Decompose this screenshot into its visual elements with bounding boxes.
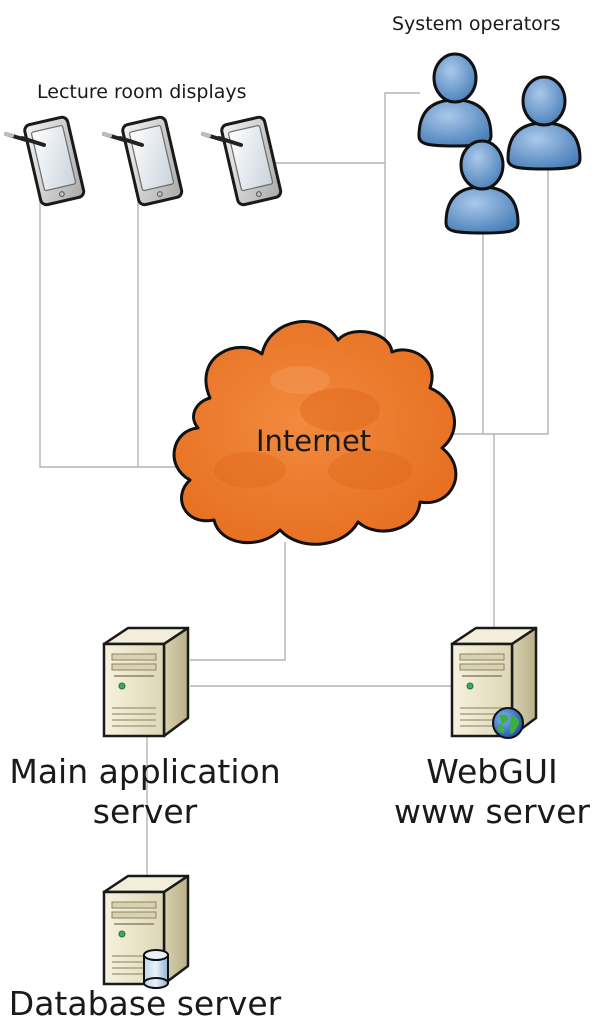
- connector-operators-top: [384, 92, 420, 163]
- tablet-icon: [102, 114, 185, 208]
- connector-tablet-1: [39, 190, 196, 468]
- tablet-icon: [4, 114, 87, 208]
- server-icon: [102, 626, 190, 738]
- user-icon: [417, 52, 493, 148]
- connection-lines: [39, 92, 549, 878]
- main-server-label-line2: server: [92, 792, 198, 831]
- tablet-icon: [201, 114, 284, 208]
- connector-tablet-3-to-operators: [270, 162, 386, 350]
- main-application-server-label: Main application server: [0, 752, 290, 832]
- webgui-server-label: WebGUI www server: [392, 752, 592, 832]
- connector-internet-main: [190, 542, 286, 661]
- main-server-label-line1: Main application: [9, 752, 281, 791]
- system-operators-label: System operators: [392, 13, 561, 35]
- connector-operator-2: [452, 152, 549, 435]
- cloud-icon: [172, 320, 458, 546]
- user-icon: [506, 75, 582, 171]
- globe-icon: [492, 707, 524, 739]
- database-icon: [143, 949, 169, 989]
- webgui-label-line1: WebGUI: [426, 752, 558, 791]
- internet-label: Internet: [256, 424, 372, 458]
- database-server-label: Database server: [8, 984, 282, 1023]
- lecture-room-displays-label: Lecture room displays: [37, 81, 247, 103]
- webgui-label-line2: www server: [394, 792, 590, 831]
